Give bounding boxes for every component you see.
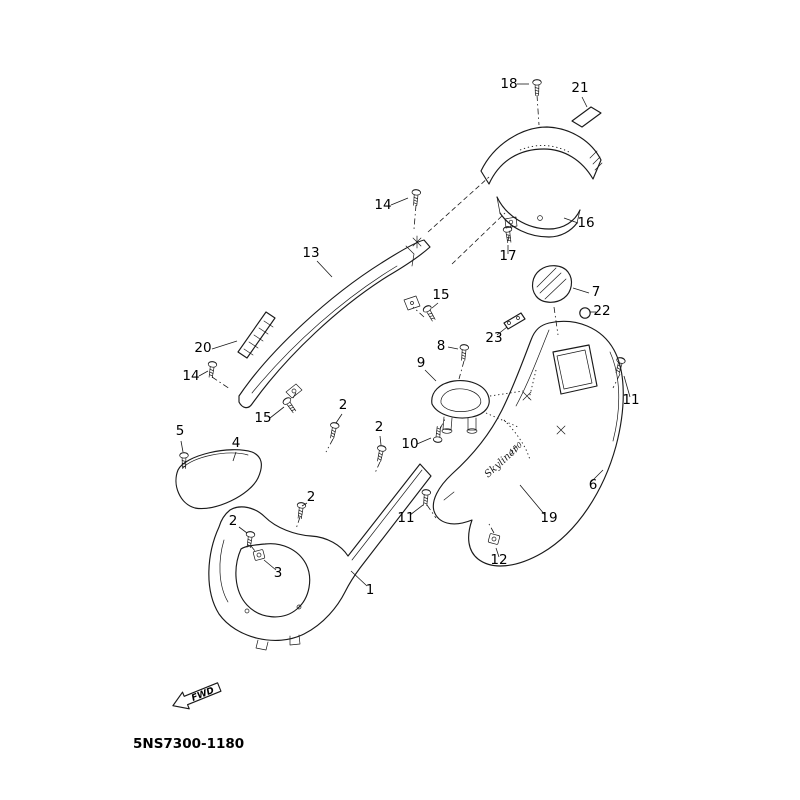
screw-icon: [420, 488, 432, 507]
callout-17: 17: [499, 248, 516, 264]
fwd-label: FWD: [190, 686, 216, 704]
callout-6: 6: [589, 477, 598, 493]
screw-icon: [410, 188, 422, 207]
part-sticker-strip: [237, 311, 276, 359]
callout-12: 12: [490, 552, 507, 568]
skyliner-logo-model: 150: [507, 440, 524, 456]
callout-18: 18: [500, 76, 517, 92]
screw-icon: [374, 444, 387, 463]
fwd-direction-arrow: FWD: [172, 682, 222, 710]
callout-8: 8: [437, 338, 446, 354]
part-left-side-cover: [238, 235, 431, 409]
callout-10: 10: [401, 436, 418, 452]
assembly-axis-lines: [211, 94, 621, 552]
callout-11: 11: [397, 510, 414, 526]
clip-nut-icon: [252, 549, 266, 561]
callout-2: 2: [375, 419, 384, 435]
leader-lines: [180, 83, 631, 587]
part-seal-ring: [579, 307, 591, 319]
callout-13: 13: [302, 245, 319, 261]
part-small-lid: [531, 265, 573, 303]
callout-layer: 1222234567891011111213141415151617181920…: [176, 76, 640, 598]
screw-icon: [206, 360, 218, 379]
callout-9: 9: [417, 355, 426, 371]
callout-1: 1: [366, 582, 375, 598]
part-carrier-bracket: [431, 380, 490, 434]
callout-19: 19: [540, 510, 557, 526]
catalog-code: 5NS7300-1180: [133, 736, 244, 752]
callout-16: 16: [577, 215, 594, 231]
callout-7: 7: [592, 284, 601, 300]
part-label-tag: [571, 106, 602, 128]
screw-icon: [532, 79, 542, 96]
clip-nut-icon: [487, 533, 501, 545]
screw-icon: [421, 303, 438, 323]
part-small-panel: [175, 449, 262, 510]
callout-11: 11: [622, 392, 639, 408]
callout-15: 15: [432, 287, 449, 303]
callout-3: 3: [274, 565, 283, 581]
part-top-cover: [480, 126, 603, 238]
callout-2: 2: [307, 489, 316, 505]
part-hinge-plate: [503, 312, 526, 330]
callout-5: 5: [176, 423, 185, 439]
callout-2: 2: [339, 397, 348, 413]
callout-23: 23: [485, 330, 502, 346]
screw-icon: [432, 425, 444, 444]
callout-22: 22: [593, 303, 610, 319]
callout-4: 4: [232, 435, 241, 451]
callout-14: 14: [374, 197, 391, 213]
part-main-body-cover: [208, 463, 432, 651]
screw-icon: [502, 225, 514, 244]
screw-icon: [327, 421, 340, 440]
callout-21: 21: [571, 80, 588, 96]
callout-15: 15: [254, 410, 271, 426]
callout-14: 14: [182, 368, 199, 384]
screw-icon: [458, 343, 470, 362]
screw-icon: [281, 395, 299, 415]
callout-20: 20: [194, 340, 211, 356]
callout-2: 2: [229, 513, 238, 529]
